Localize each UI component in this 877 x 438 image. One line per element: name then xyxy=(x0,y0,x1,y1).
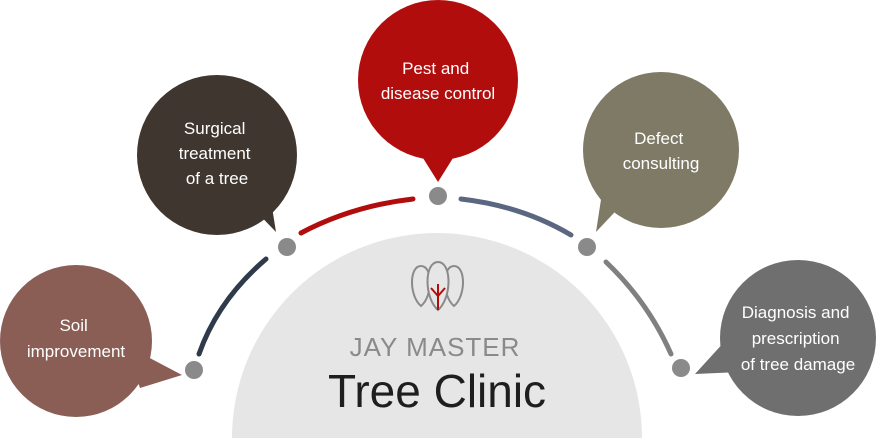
trees-icon xyxy=(411,260,464,312)
node-surgical xyxy=(278,238,296,256)
bubble-diagnosis: Diagnosis and prescription of tree damag… xyxy=(695,260,876,416)
node-diagnosis xyxy=(672,359,690,377)
center-dome xyxy=(232,233,642,438)
bubble-diagnosis-label: Diagnosis and prescription of tree damag… xyxy=(741,303,855,374)
node-pest xyxy=(429,187,447,205)
brand-subtitle: JAY MASTER xyxy=(350,332,521,362)
bubble-surgical: Surgical treatment of a tree xyxy=(137,75,297,235)
bubble-defect-label: Defect consulting xyxy=(623,129,700,173)
brand-title: Tree Clinic xyxy=(328,365,546,417)
arc-segment-1 xyxy=(196,256,269,357)
bubble-soil: Soil improvement xyxy=(0,265,182,417)
bubble-defect: Defect consulting xyxy=(583,72,739,232)
bubble-pest-label: Pest and disease control xyxy=(381,59,495,103)
bubble-surgical-label: Surgical treatment of a tree xyxy=(179,119,256,188)
arc-segment-4 xyxy=(603,259,674,357)
arc-segment-2 xyxy=(298,196,416,236)
node-defect xyxy=(578,238,596,256)
bubble-pest: Pest and disease control xyxy=(358,0,518,182)
bubble-soil-label: Soil improvement xyxy=(27,316,126,361)
arc-segment-3 xyxy=(458,196,574,238)
node-soil xyxy=(185,361,203,379)
